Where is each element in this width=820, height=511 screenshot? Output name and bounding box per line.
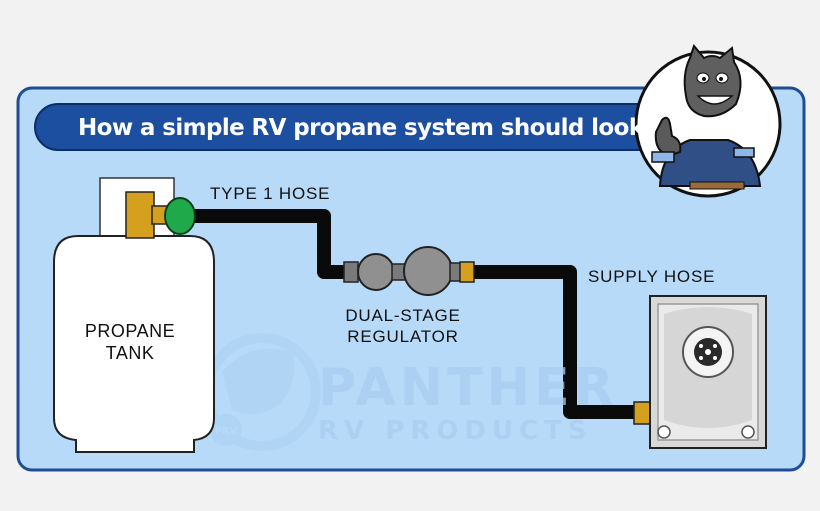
propane-tank-label: PROPANE TANK bbox=[60, 320, 200, 364]
stove-appliance-icon bbox=[649, 295, 767, 449]
green-pol-connector-icon bbox=[164, 197, 196, 235]
watermark-badge-text: PRV bbox=[215, 426, 238, 437]
supply-hose bbox=[470, 265, 640, 419]
dual-stage-regulator-icon bbox=[343, 246, 475, 296]
tank-label-line2: TANK bbox=[105, 343, 155, 363]
type1-hose-label: TYPE 1 HOSE bbox=[210, 184, 331, 203]
supply-hose-label: SUPPLY HOSE bbox=[588, 267, 716, 286]
tank-valve-fitting bbox=[125, 191, 155, 239]
tank-label-line1: PROPANE bbox=[84, 321, 176, 341]
watermark-brand: PANTHER bbox=[318, 358, 618, 418]
regulator-label-line2: REGULATOR bbox=[347, 327, 459, 346]
type1-hose bbox=[192, 209, 350, 279]
propane-tank-icon bbox=[53, 235, 215, 453]
regulator-label-line1: DUAL-STAGE bbox=[345, 306, 461, 325]
page-title: How a simple RV propane system should lo… bbox=[78, 115, 644, 141]
regulator-label: DUAL-STAGE REGULATOR bbox=[318, 305, 488, 347]
panther-mascot-thumbs-up-icon bbox=[634, 43, 782, 198]
title-banner bbox=[34, 103, 661, 151]
watermark-tagline: RV PRODUCTS bbox=[318, 416, 593, 446]
supply-fitting bbox=[633, 401, 651, 425]
